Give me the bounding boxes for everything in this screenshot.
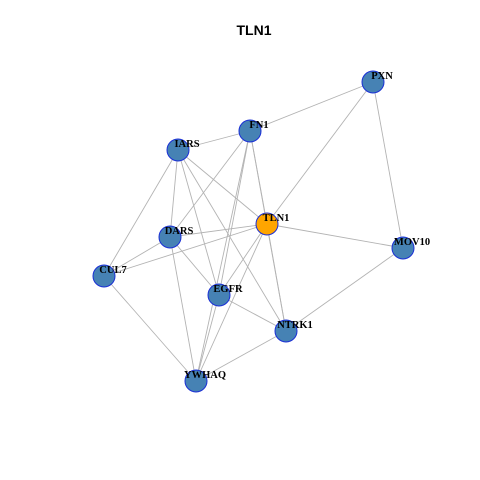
node-label-dars: DARS [165, 226, 194, 237]
node-pxn[interactable] [361, 70, 385, 94]
edge-iars-cul7 [103, 149, 179, 277]
node-label-ywhaq: YWHAQ [184, 370, 226, 381]
node-label-mov10: MOV10 [394, 237, 430, 248]
edge-dars-cul7 [103, 236, 171, 277]
edge-cul7-ywhaq [103, 275, 197, 382]
edge-tln1-cul7 [103, 223, 268, 277]
edge-ntrk1-ywhaq [195, 330, 287, 382]
edge-fn1-iars [177, 130, 251, 151]
edge-iars-tln1 [177, 149, 268, 225]
node-ywhaq[interactable] [184, 369, 208, 393]
edge-tln1-ntrk1 [266, 223, 287, 332]
node-ntrk1[interactable] [274, 319, 298, 343]
edges-layer [103, 81, 404, 382]
node-label-tln1: TLN1 [263, 213, 290, 224]
node-label-fn1: FN1 [249, 120, 268, 131]
edge-tln1-ywhaq [195, 223, 268, 382]
edge-egfr-ywhaq [195, 294, 220, 382]
edge-tln1-dars [169, 223, 268, 238]
edge-fn1-egfr [218, 130, 251, 296]
edge-pxn-fn1 [249, 81, 374, 132]
edge-iars-egfr [177, 149, 220, 296]
nodes-layer [92, 70, 415, 393]
edge-iars-dars [169, 149, 179, 238]
node-tln1[interactable] [255, 212, 279, 236]
edge-fn1-ywhaq [195, 130, 251, 382]
node-iars[interactable] [166, 138, 190, 162]
node-mov10[interactable] [391, 236, 415, 260]
edge-fn1-dars [169, 130, 251, 238]
edge-pxn-tln1 [266, 81, 374, 225]
node-label-pxn: PXN [371, 71, 393, 82]
edge-dars-ywhaq [169, 236, 197, 382]
node-fn1[interactable] [238, 119, 262, 143]
diagram-title: TLN1 [237, 22, 272, 38]
node-dars[interactable] [158, 225, 182, 249]
edge-tln1-egfr [218, 223, 268, 296]
node-label-ntrk1: NTRK1 [277, 320, 313, 331]
edge-dars-egfr [169, 236, 220, 296]
edge-mov10-ntrk1 [285, 247, 404, 332]
node-label-egfr: EGFR [213, 284, 243, 295]
node-cul7[interactable] [92, 264, 116, 288]
node-label-cul7: CUL7 [99, 265, 126, 276]
edge-pxn-mov10 [372, 81, 404, 249]
edge-iars-ntrk1 [177, 149, 287, 332]
edge-egfr-ntrk1 [218, 294, 287, 332]
edge-tln1-mov10 [266, 223, 404, 249]
node-egfr[interactable] [207, 283, 231, 307]
node-label-iars: IARS [174, 139, 199, 150]
